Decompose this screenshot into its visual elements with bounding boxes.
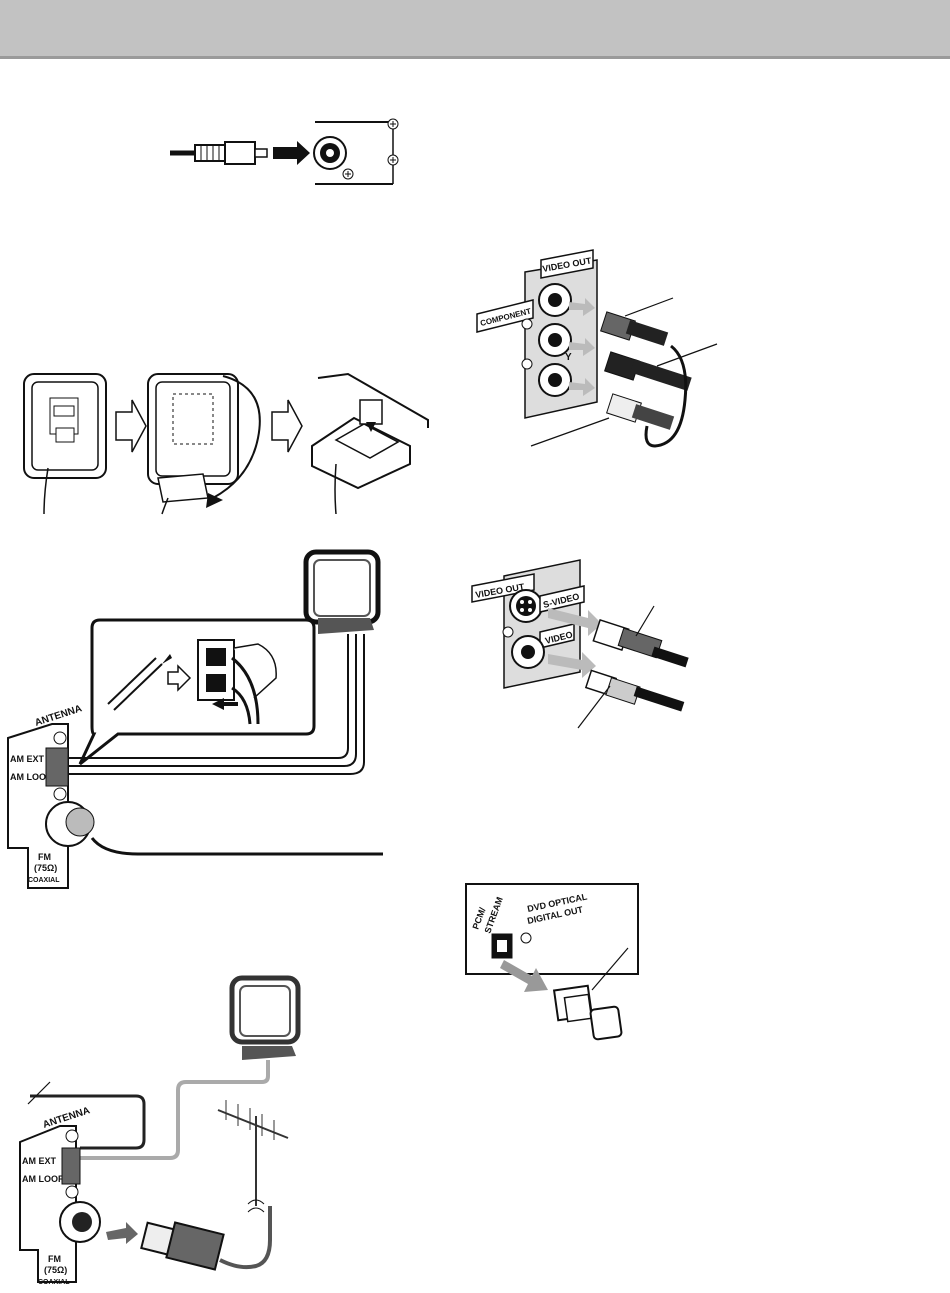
page-header-bar [0, 0, 950, 56]
component-video-diagram: VIDEO OUT COMPONENT Y [475, 240, 730, 455]
am-loop-label: AM LOOP [10, 772, 52, 782]
fm-label: FM [38, 852, 51, 862]
am-loop-label-2: AM LOOP [22, 1174, 64, 1184]
fm-ohm-label-2: (75Ω) [44, 1265, 67, 1275]
outdoor-antenna-diagram: ANTENNA AM EXT AM LOOP FM (75Ω) COAXIAL [19, 970, 320, 1288]
page-header-rule [0, 56, 950, 59]
loop-antenna-assembly-diagram [18, 368, 438, 518]
optical-out-diagram: PCM/ STREAM DVD OPTICAL DIGITAL OUT [462, 880, 642, 1046]
am-ext-label-2: AM EXT [22, 1156, 57, 1166]
s-video-diagram: VIDEO OUT S-VIDEO VIDEO [468, 556, 698, 736]
fm-coaxial-label: COAXIAL [28, 877, 60, 884]
fm-label-2: FM [48, 1254, 61, 1264]
am-loop-connection-diagram: ANTENNA AM EXT AM LOOP FM (75Ω) COAXIAL [7, 548, 393, 898]
fm-ohm-label: (75Ω) [34, 863, 57, 873]
fm-coaxial-label-2: COAXIAL [38, 1279, 70, 1286]
y-label: Y [565, 352, 572, 363]
rca-plug-diagram [165, 112, 415, 192]
am-ext-label: AM EXT [10, 754, 45, 764]
